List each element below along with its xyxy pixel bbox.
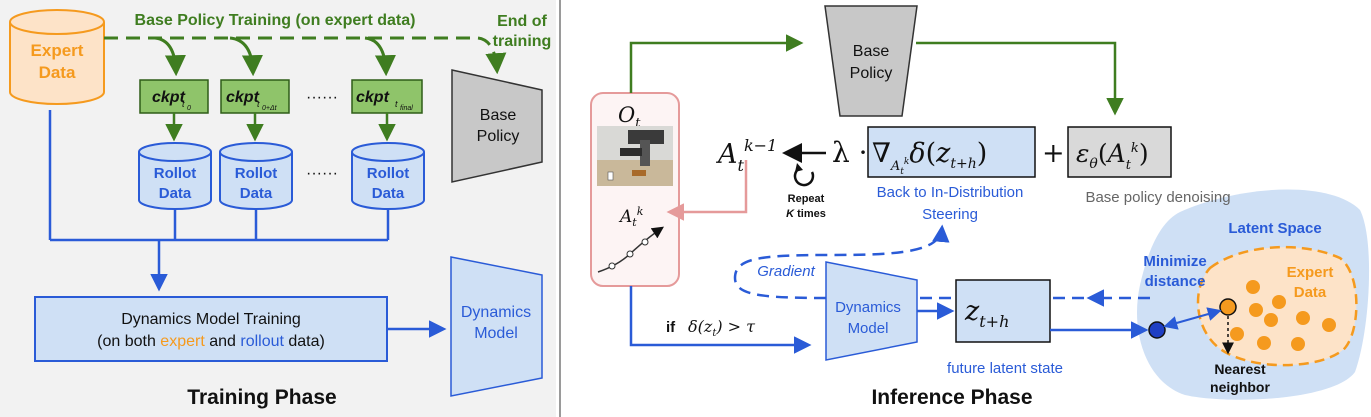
expert-data-latent-label-2: Data [1294,284,1327,301]
rollout-label-2: Data [240,185,273,202]
expert-data-cylinder: Expert Data [9,9,105,105]
checkpoint-label: ckpt [356,89,390,106]
denoising-term-box [1067,126,1172,178]
distance-arrow [1163,307,1222,330]
dynamics-training-subtitle: (on both expert and rollout data) [97,333,325,350]
dynamics-inference-label-1: Dynamics [835,299,901,316]
svg-text:0+Δt: 0+Δt [262,105,278,112]
nearest-neighbor-label-1: Nearest [1214,361,1266,377]
svg-text:final: final [400,105,413,112]
dynamics-model-label-2: Model [474,325,518,342]
end-of-training-label-2: training [493,33,552,50]
expert-data-label-2: Data [39,63,76,82]
repeat-label-2: K times [786,208,826,220]
checkpoint-label: ckpt [226,89,260,106]
rollout-label-1: Rollot [154,165,197,182]
plus-sign: + [1042,138,1065,169]
condition-expression: δ(zt) > τ [688,317,756,339]
trajectory-icon [597,226,664,273]
repeat-icon [793,166,815,187]
ellipsis-top: ······ [306,89,338,106]
end-of-training-label-1: End of [497,13,547,30]
checkpoint-label: ckpt [152,89,186,106]
ellipsis-bottom: ······ [306,165,338,182]
expert-data-label-1: Expert [31,41,84,60]
steering-label-2: Steering [922,206,978,223]
robot-scene-image [597,126,673,186]
checkpoint-t-final: ckpt t final [351,79,423,114]
observation-to-dynamics-arrow [629,286,812,354]
base-policy-trapezoid-inference: Base Policy [824,5,918,117]
rollout-label-2: Data [159,185,192,202]
expert-data-latent-label-1: Expert [1287,264,1334,281]
steering-term-box [867,126,1036,178]
repeat-indicator: Repeat K times [786,163,826,220]
base-policy-trapezoid-training: Base Policy [451,69,543,183]
dynamics-model-trapezoid-inference: Dynamics Model [825,261,918,361]
checkpoint-t0-plus-dt: ckpt t 0+Δt [220,79,290,114]
epsilon-term: εθ(Atk) [1076,139,1149,173]
latent-space-label: Latent Space [1228,220,1321,237]
latent-space-region: Latent Space Expert Data Nearest neighbo… [1137,189,1370,400]
update-equation: Atk−1 λ · ∇Atkδ(zt+h) + εθ(Atk) [715,126,1172,178]
training-phase-title: Training Phase [187,386,336,409]
rollout-label-2: Data [372,185,405,202]
lambda-symbol: λ · [832,136,868,169]
observation-panel: Ot Atk [590,92,680,287]
base-policy-training-label: Base Policy Training (on expert data) [135,12,416,29]
base-policy-label-1: Base [480,107,517,124]
base-policy-training-flow: Base Policy Training (on expert data) En… [104,12,552,77]
action-feedback-arrow [666,160,748,221]
checkpoint-sub: t [257,99,260,109]
rollout-label-1: Rollot [235,165,278,182]
data-collection-lines [48,110,390,292]
checkpoint-sub: t [182,99,185,109]
svg-text:0: 0 [187,105,191,112]
rollout-data-cylinder-3: Rollot Data [351,142,425,210]
dynamics-model-label-1: Dynamics [461,304,531,321]
latent-state-box [955,279,1051,343]
condition-if: if [666,319,676,336]
nearest-neighbor-point [1219,298,1237,316]
dynamics-model-trapezoid-training: Dynamics Model [450,256,543,397]
inference-phase-title: Inference Phase [871,386,1032,409]
checkpoint-to-rollout-arrows [165,113,396,142]
steering-label-1: Back to In-Distribution [877,184,1024,201]
base-policy-flow [629,34,1124,116]
rollout-data-cylinder-1: Rollot Data [138,142,212,210]
gradient-label: Gradient [757,263,815,280]
base-policy-label-2: Policy [477,128,520,145]
dynamics-training-box: Dynamics Model Training (on both expert … [34,296,388,362]
rollout-label-1: Rollot [367,165,410,182]
dynamics-training-title: Dynamics Model Training [121,311,301,328]
checkpoint-t0: ckpt t 0 [139,79,209,114]
current-latent-point [1148,321,1166,339]
nearest-neighbor-label-2: neighbor [1210,379,1270,395]
repeat-label-1: Repeat [788,193,825,205]
base-policy-inference-label-1: Base [853,43,890,60]
future-latent-label: future latent state [947,360,1063,377]
minimize-label-2: distance [1145,273,1206,290]
expert-data-points [1230,280,1336,351]
rollout-data-cylinder-2: Rollot Data [219,142,293,210]
base-policy-inference-label-2: Policy [850,65,893,82]
dynamics-inference-label-2: Model [848,320,889,337]
minimize-label-1: Minimize [1143,253,1206,270]
checkpoint-sub: t [395,99,398,109]
denoising-label: Base policy denoising [1085,189,1230,206]
